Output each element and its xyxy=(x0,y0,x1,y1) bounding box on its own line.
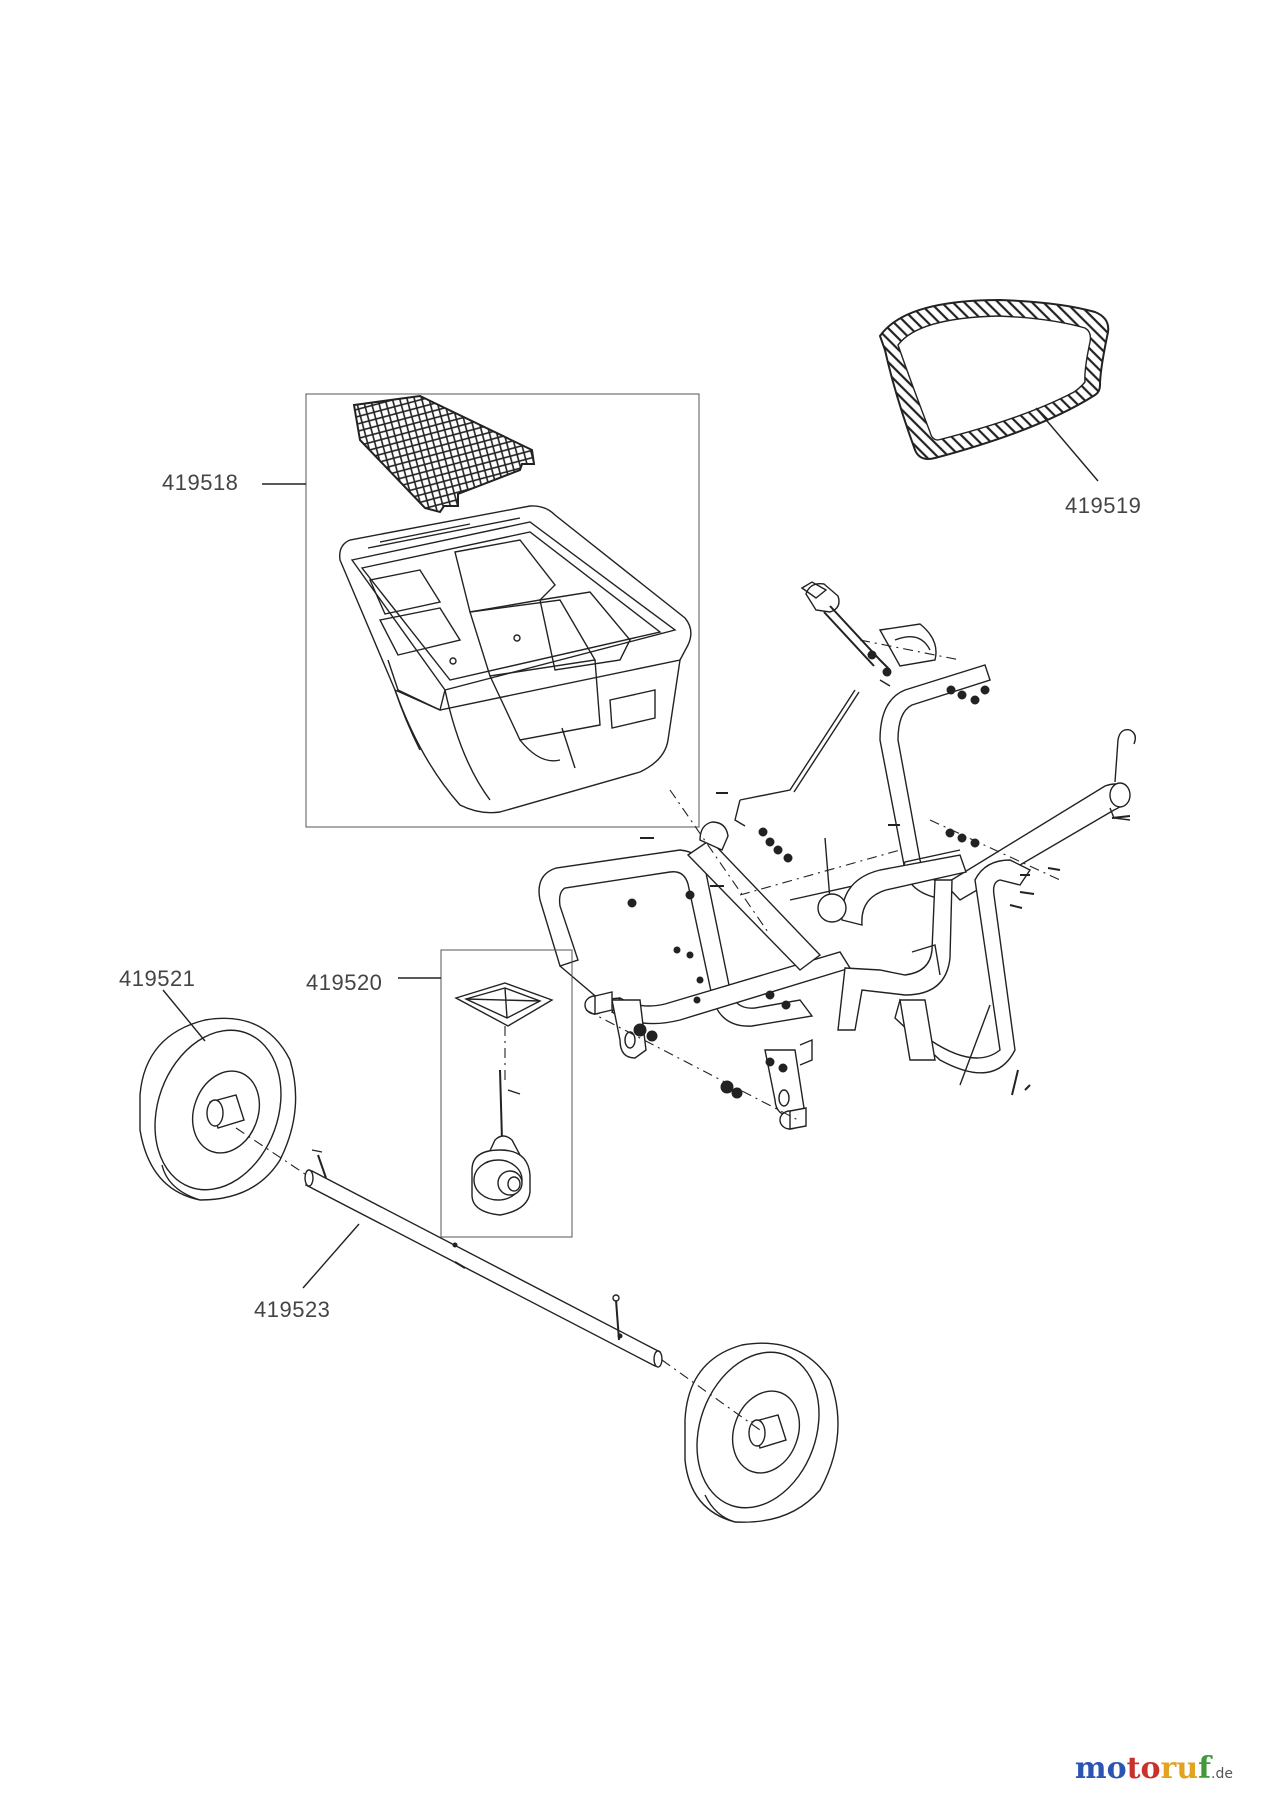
frame-assembly xyxy=(538,581,1137,1130)
hopper-screen xyxy=(352,394,536,514)
hopper-group-frame xyxy=(305,393,700,828)
motoruf-logo: motoruf.de xyxy=(1075,1751,1233,1786)
part-label-419519: 419519 xyxy=(1065,493,1142,518)
fasteners xyxy=(627,685,1061,1099)
axle xyxy=(235,1127,761,1431)
part-label-419523: 419523 xyxy=(254,1297,331,1322)
right-wheel xyxy=(684,1342,839,1523)
logo-part-3: ru xyxy=(1160,1751,1199,1786)
part-label-419518: 419518 xyxy=(162,470,239,495)
hopper-body xyxy=(339,505,692,814)
logo-part-2: to xyxy=(1126,1751,1161,1786)
part-label-419521: 419521 xyxy=(119,966,196,991)
gasket-ring xyxy=(878,298,1110,482)
part-label-419520: 419520 xyxy=(306,970,383,995)
leader-line-419523 xyxy=(302,1223,360,1289)
logo-tld: .de xyxy=(1211,1766,1233,1782)
spinner-group-frame xyxy=(440,949,573,1238)
spinner-group xyxy=(398,949,573,1238)
logo-part-1: mo xyxy=(1074,1751,1127,1786)
leader-line-419521 xyxy=(162,989,206,1042)
logo-part-4: f xyxy=(1198,1751,1212,1786)
leader-line-419519 xyxy=(1035,407,1099,482)
left-wheel xyxy=(139,989,297,1201)
hopper-group xyxy=(262,393,700,828)
